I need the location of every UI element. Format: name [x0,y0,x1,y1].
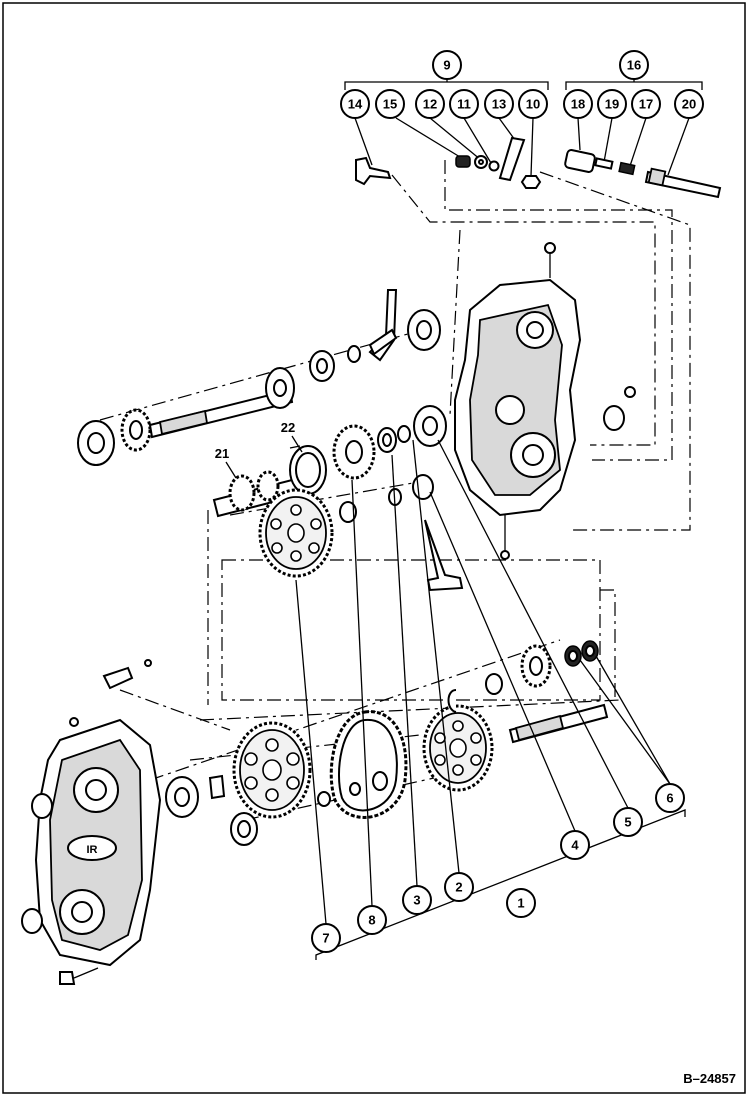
sleeve-22 [289,445,327,495]
callout-1: 1 [506,888,536,918]
lower-gear-left [232,721,312,819]
svg-text:13: 13 [492,97,506,112]
lower-gear-right [520,644,552,688]
seal-right [603,386,636,431]
callout-15: 15 [375,89,405,119]
svg-text:1: 1 [517,896,524,911]
left-housing: IR [21,659,162,985]
svg-text:15: 15 [383,97,397,112]
label-22: 22 [281,420,295,435]
shaft-21 [212,470,306,518]
hub-upper [265,367,295,409]
fork-lever-upper [368,289,398,362]
arm-13 [498,136,526,182]
svg-text:3: 3 [413,893,420,908]
svg-text:20: 20 [682,97,696,112]
housing-18 [564,149,596,173]
washer-lower [485,673,503,695]
drive-chain [329,710,408,819]
nut-10 [520,175,542,189]
svg-text:2: 2 [455,880,462,895]
svg-text:4: 4 [571,838,579,853]
svg-text:6: 6 [666,791,673,806]
svg-text:9: 9 [443,58,450,73]
callout-6: 6 [655,783,685,813]
callout-18: 18 [563,89,593,119]
svg-text:IR: IR [87,844,98,856]
gear-7 [258,488,334,578]
svg-text:16: 16 [627,58,641,73]
svg-text:7: 7 [322,931,329,946]
callout-19: 19 [597,89,627,119]
ring-upper [347,345,361,363]
callout-8: 8 [357,905,387,935]
gear-8 [332,424,376,480]
collar-upper [309,350,335,382]
callout-7: 7 [311,923,341,953]
spacer-lower-left [208,774,331,807]
svg-text:19: 19 [605,97,619,112]
callout-17: 17 [631,89,661,119]
svg-text:5: 5 [624,815,631,830]
leader-21 [225,461,237,479]
ring-2 [397,425,411,443]
top-leader-lines [354,117,690,177]
svg-text:14: 14 [348,97,363,112]
right-housing [454,242,582,560]
spring-15 [455,155,471,168]
figure-reference: B–24857 [683,1071,736,1086]
svg-text:12: 12 [423,97,437,112]
callout-12: 12 [415,89,445,119]
seal-lower-left [230,812,258,846]
callout-5: 5 [613,807,643,837]
bearing-lower-left [165,776,199,818]
rod-20 [644,167,722,199]
bearing-upper-left [77,420,115,466]
svg-text:11: 11 [457,97,471,112]
callout-10: 10 [518,89,548,119]
bearing-middle-right [413,405,447,447]
svg-text:10: 10 [526,97,540,112]
callout-14: 14 [340,89,370,119]
rings-6 [564,640,599,667]
spring-17 [618,161,636,176]
callout-4: 4 [560,830,590,860]
callout-16: 16 [619,50,649,80]
washer-12 [474,155,488,169]
callout-9: 9 [432,50,462,80]
lower-shaft [508,703,609,744]
leader-22 [291,435,303,453]
bearing-upper-right [407,309,441,351]
callout-11: 11 [449,89,479,119]
pin-19 [594,157,614,170]
callout-3: 3 [402,885,432,915]
gear-small-upper [120,408,152,452]
callout-20: 20 [674,89,704,119]
circlip-lower [447,689,457,713]
callout-13: 13 [484,89,514,119]
svg-text:17: 17 [639,97,653,112]
bottom-leader-lines [289,439,686,960]
ring-11 [488,160,500,172]
svg-text:8: 8 [368,913,375,928]
svg-text:18: 18 [571,97,585,112]
upper-shaft [148,388,294,439]
callout-2: 2 [444,872,474,902]
washer-3 [377,427,397,453]
lever-14 [355,156,392,186]
label-21: 21 [215,446,229,461]
lower-gear-center [422,704,494,792]
